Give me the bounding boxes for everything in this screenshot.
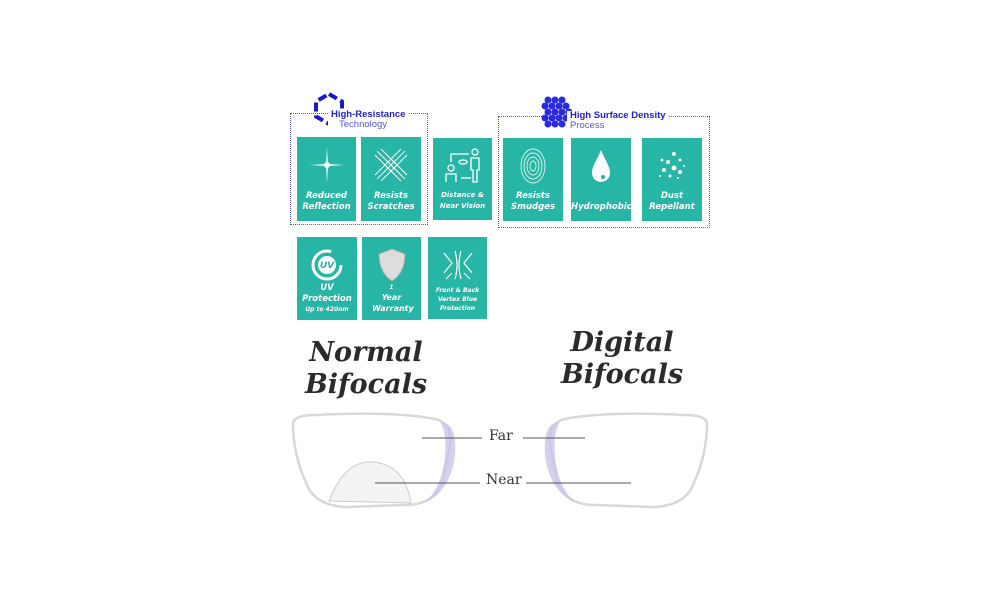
tile-label: Distance & Near Vision	[439, 191, 486, 210]
group-title: High-Resistance	[331, 109, 406, 120]
tile-reduced-reflection: Reduced Reflection	[297, 137, 356, 221]
tile-number: 1	[389, 284, 394, 291]
normal-lens-tint	[425, 421, 456, 503]
tile-label: UV Protection	[302, 283, 352, 304]
title-line: Digital	[570, 327, 674, 358]
group-subtitle: Technology	[339, 119, 388, 130]
group-title: High Surface Density	[570, 110, 666, 121]
tile-dust-repellant: Dust Repellant	[642, 138, 702, 221]
dust-icon	[642, 146, 702, 186]
uv-icon: UV	[297, 245, 357, 285]
vision-people-icon	[433, 146, 492, 186]
tile-sublabel: Up to 420nm	[305, 306, 349, 313]
water-drop-icon	[571, 146, 631, 186]
tile-resists-smudges: Resists Smudges	[503, 138, 563, 221]
tile-label: Resists Scratches	[367, 191, 415, 212]
fingerprint-icon	[503, 146, 563, 186]
near-label: Near	[486, 472, 522, 488]
shield-icon	[362, 245, 421, 285]
far-label: Far	[489, 428, 513, 444]
title-line: Bifocals	[560, 359, 684, 390]
tile-hydrophobic: Hydrophobic	[571, 138, 632, 221]
tile-label: Reduced Reflection	[302, 191, 351, 212]
tile-blue-protection: Front & Back Vertex Blue Protection	[428, 237, 487, 319]
sparkle-icon	[297, 145, 356, 185]
lens-diagram	[291, 412, 709, 509]
tile-distance-near-vision: Distance & Near Vision	[433, 138, 492, 220]
group-subtitle: Process	[570, 120, 605, 131]
vertex-icon	[428, 245, 487, 285]
tile-label: Hydrophobic	[571, 202, 632, 212]
scratches-icon	[361, 145, 421, 185]
tile-label: Resists Smudges	[510, 191, 556, 212]
tile-resists-scratches: Resists Scratches	[361, 137, 421, 221]
tile-label: Front & Back Vertex Blue Protection	[435, 287, 480, 312]
bifocal-segment	[328, 461, 412, 504]
title-line: Bifocals	[304, 369, 428, 400]
digital-lens	[548, 412, 709, 509]
tile-label: Dust Repellant	[649, 191, 695, 212]
tile-label: Year Warranty	[372, 293, 414, 313]
uv-text: UV	[320, 261, 335, 271]
tile-uv-protection: UV UV Protection Up to 420nm	[297, 237, 357, 320]
title-line: Normal	[309, 337, 423, 368]
digital-lens-tint	[544, 421, 575, 503]
dense-dots-logo-icon	[541, 96, 573, 128]
